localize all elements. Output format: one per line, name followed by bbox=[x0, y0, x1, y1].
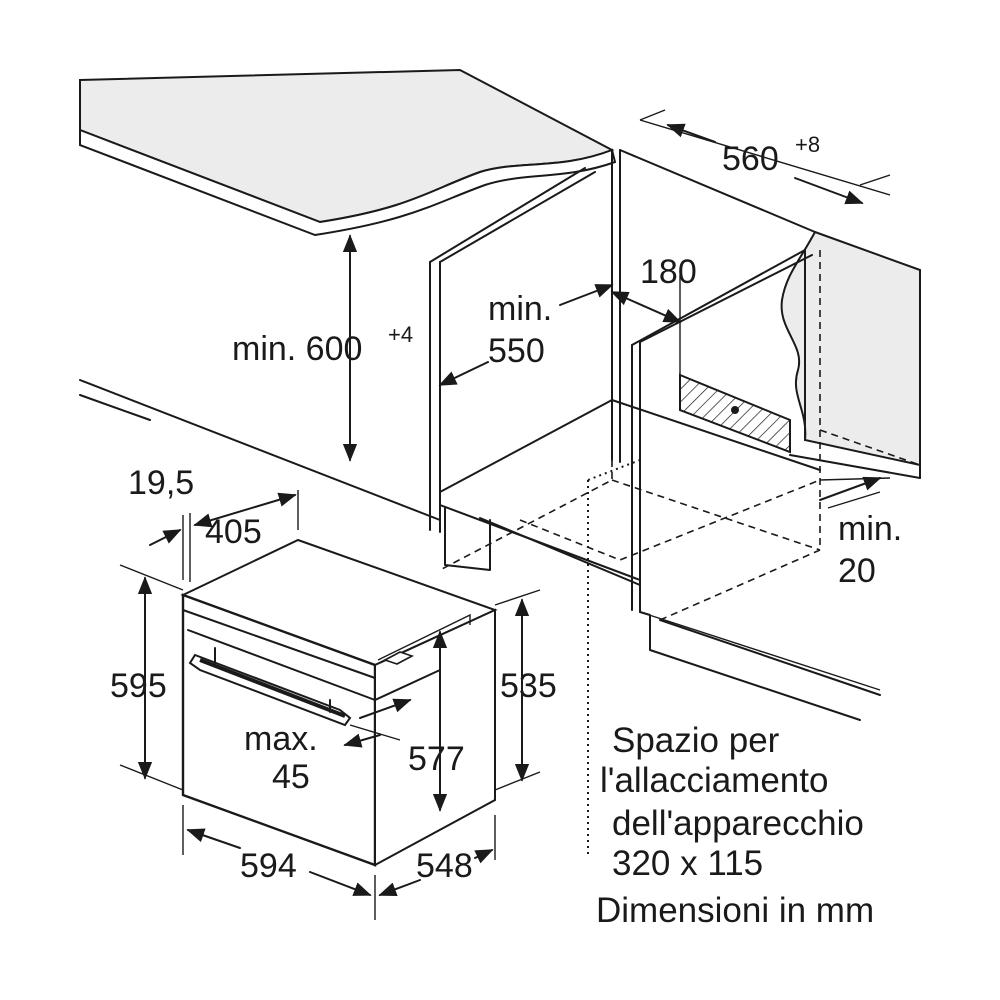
dimension-lines bbox=[119, 109, 891, 920]
label-panel-offset: 19,5 bbox=[128, 464, 194, 502]
note-line-3: dell'apparecchio bbox=[612, 804, 864, 843]
label-niche-depth-1: min. bbox=[488, 290, 552, 328]
label-handle-1: max. bbox=[244, 720, 318, 758]
label-niche-height-tol: +4 bbox=[388, 322, 413, 347]
label-rear-gap: 180 bbox=[640, 253, 697, 291]
label-niche-width: 560 bbox=[722, 140, 779, 178]
notes: Spazio per l'allacciamento dell'apparecc… bbox=[596, 721, 874, 930]
note-line-2: l'allacciamento bbox=[600, 761, 828, 800]
label-vent-2: 20 bbox=[838, 552, 876, 590]
hidden-lines bbox=[439, 250, 921, 855]
label-niche-width-tol: +8 bbox=[795, 132, 820, 157]
oven bbox=[180, 538, 498, 867]
label-front-depth: 405 bbox=[205, 513, 262, 551]
label-niche-depth-2: 550 bbox=[488, 332, 545, 370]
note-line-4: 320 x 115 bbox=[612, 844, 763, 883]
connection-space bbox=[679, 373, 791, 454]
label-oven-height: 595 bbox=[110, 667, 167, 705]
label-oven-body-height: 577 bbox=[408, 740, 465, 778]
label-niche-height: min. 600 bbox=[232, 330, 362, 368]
worktop-right bbox=[780, 230, 921, 479]
note-units: Dimensioni in mm bbox=[596, 891, 874, 930]
note-line-1: Spazio per bbox=[612, 721, 780, 760]
worktop-left bbox=[79, 68, 617, 237]
label-oven-depth: 548 bbox=[416, 847, 473, 885]
label-oven-rear-height: 535 bbox=[500, 667, 557, 705]
label-vent-1: min. bbox=[838, 510, 902, 548]
label-oven-width: 594 bbox=[240, 847, 297, 885]
dimension-labels: 560 +8 min. 600 +4 min. 550 180 min. 20 … bbox=[110, 132, 902, 885]
label-handle-2: 45 bbox=[272, 758, 310, 796]
